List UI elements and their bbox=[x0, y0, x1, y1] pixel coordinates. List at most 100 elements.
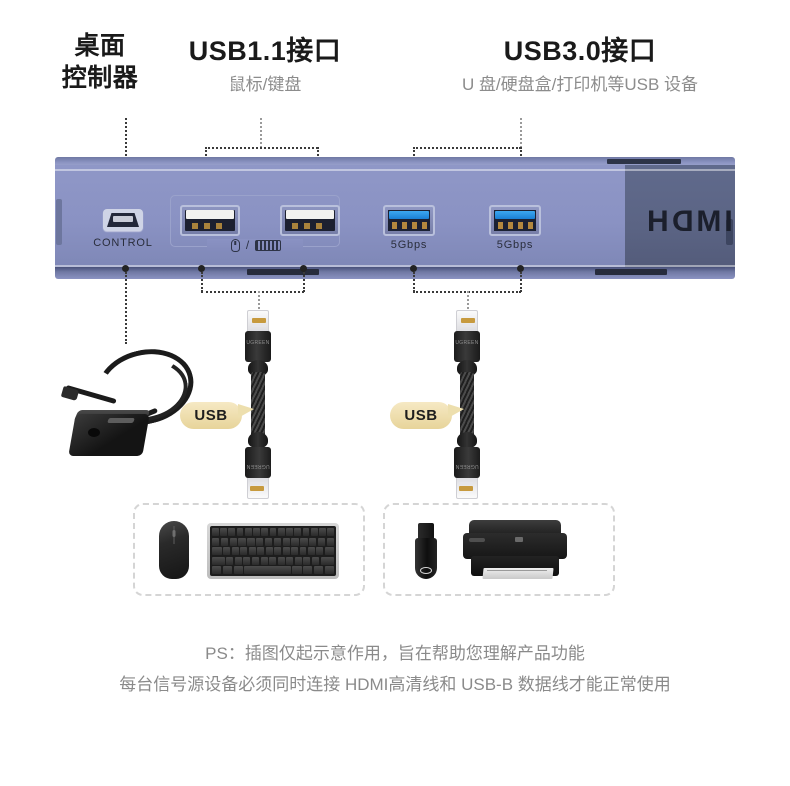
usb11-port-2-pin-1 bbox=[292, 223, 298, 229]
heading-desktop-controller: 桌面 控制器 bbox=[40, 30, 160, 94]
usb30-port-2-pin-4 bbox=[528, 222, 533, 229]
icon-separator: / bbox=[245, 238, 250, 252]
heading-usb30-subtitle: U 盘/硬盘盒/打印机等USB 设备 bbox=[461, 75, 699, 94]
usb-cable-right-braid bbox=[460, 372, 474, 438]
usb-cable-right-plug-bottom-contacts bbox=[459, 486, 473, 491]
panel-foot-left bbox=[247, 269, 319, 275]
printer-brand-logo bbox=[515, 537, 523, 542]
panel-foot-right bbox=[595, 269, 667, 275]
keyboard-row bbox=[212, 566, 334, 574]
keyboard-row bbox=[212, 556, 334, 565]
hdmi-logo-i: I bbox=[724, 205, 733, 238]
usb-flash-drive bbox=[415, 523, 437, 579]
usb-cable-right-plug-bottom-body: UGREEN bbox=[454, 447, 480, 478]
printer-scanner-lid bbox=[469, 520, 561, 536]
leader-bottom-usb30-right bbox=[520, 272, 522, 292]
mouse-device bbox=[159, 521, 189, 579]
usb30-port-1-pin-2 bbox=[402, 222, 407, 229]
panel-seam-lower bbox=[55, 265, 735, 267]
usb-cable-left-plug-bottom-contacts bbox=[250, 486, 264, 491]
usb30-port-1-label: 5Gbps bbox=[390, 239, 428, 251]
usb-cable-left-plug-top-brand: UGREEN bbox=[246, 340, 270, 346]
panel-right-notch bbox=[726, 219, 733, 245]
hdmi-logo-h: H bbox=[647, 205, 669, 238]
leader-bottom-usb11-right bbox=[303, 272, 305, 292]
control-port-mini-usb[interactable] bbox=[103, 209, 143, 231]
usb-cable-left: UGREEN UGREEN bbox=[238, 310, 278, 500]
heading-usb11-title: USB1.1接口 bbox=[188, 36, 342, 66]
heading-desktop-controller-line1: 桌面 bbox=[74, 32, 126, 60]
desktop-controller-device bbox=[60, 339, 202, 460]
hdmi-logo-m: M bbox=[696, 205, 722, 238]
controller-switch-button[interactable] bbox=[88, 428, 100, 437]
usb11-port-2-pin-3 bbox=[316, 223, 322, 229]
keyboard-row bbox=[212, 528, 334, 536]
usb-cable-right-plug-bottom-brand: UGREEN bbox=[455, 463, 479, 469]
mouse-scroll-wheel bbox=[172, 530, 176, 537]
usb-cable-left-plug-top-contacts bbox=[252, 318, 266, 323]
keyboard-row bbox=[212, 537, 334, 546]
printer-control-panel bbox=[469, 538, 485, 542]
usb30-port-2-pin-3 bbox=[518, 222, 523, 229]
leader-usb30-span bbox=[413, 147, 521, 149]
mouse-icon bbox=[230, 238, 240, 252]
keyboard-device bbox=[207, 523, 339, 579]
usb-badge-right-tail bbox=[448, 404, 464, 418]
leader-usb11-span bbox=[205, 147, 318, 149]
control-port-label: CONTROL bbox=[93, 237, 153, 249]
panel-left-ear bbox=[56, 199, 62, 245]
anchor-dot-bottom-usb30-b bbox=[517, 265, 524, 272]
usb-cable-right-neck-bottom bbox=[457, 432, 477, 448]
leader-bottom-usb30-left bbox=[413, 272, 415, 292]
usb30-port-2[interactable] bbox=[489, 205, 541, 236]
heading-usb11: USB1.1接口 鼠标/键盘 bbox=[150, 34, 380, 98]
flash-drive-lanyard-ring bbox=[420, 567, 432, 574]
panel-bottom-edge bbox=[55, 267, 735, 279]
usb30-port-1-tongue bbox=[389, 211, 429, 219]
usb30-port-1-pin-1 bbox=[392, 222, 397, 229]
usb11-port-2-pin-2 bbox=[304, 223, 310, 229]
leader-bottom-usb11-stem bbox=[258, 291, 260, 313]
usb30-port-1-pin-4 bbox=[422, 222, 427, 229]
panel-vent-top-right bbox=[607, 159, 681, 164]
usb30-port-2-pin-2 bbox=[508, 222, 513, 229]
usb-cable-left-plug-top-body: UGREEN bbox=[245, 331, 271, 362]
heading-usb11-subtitle: 鼠标/键盘 bbox=[228, 75, 302, 94]
usb11-port-1[interactable] bbox=[180, 205, 240, 236]
usb11-port-2[interactable] bbox=[280, 205, 340, 236]
usb11-port-2-tongue bbox=[286, 210, 334, 219]
device-box-usb-peripherals bbox=[383, 503, 615, 596]
anchor-dot-bottom-control bbox=[122, 265, 129, 272]
leader-control-top bbox=[125, 118, 127, 176]
usb-cable-right-plug-top-shelf bbox=[461, 324, 475, 327]
usb-cable-left-neck-bottom bbox=[248, 432, 268, 448]
usb-badge-right: USB bbox=[390, 402, 464, 429]
keyboard-icon bbox=[255, 239, 282, 251]
usb11-port-1-pin-1 bbox=[192, 223, 198, 229]
leader-bottom-control bbox=[125, 272, 127, 344]
usb30-port-1[interactable] bbox=[383, 205, 435, 236]
printer-device bbox=[463, 520, 567, 582]
usb-cable-left-plug-bottom-body: UGREEN bbox=[245, 447, 271, 478]
device-box-input-peripherals bbox=[133, 503, 365, 596]
usb-cable-right-plug-top: UGREEN bbox=[454, 310, 480, 362]
usb30-port-2-pin-1 bbox=[498, 222, 503, 229]
hdmi-logo-d: D bbox=[671, 205, 694, 238]
panel-right-dark-face bbox=[625, 165, 735, 269]
leader-usb11-stem bbox=[260, 118, 262, 148]
printer-paper-edge bbox=[486, 570, 548, 571]
panel-seam-upper bbox=[55, 169, 735, 171]
footer-note-2: 每台信号源设备必须同时连接 HDMI高清线和 USB-B 数据线才能正常使用 bbox=[119, 675, 671, 694]
usb-cable-right-plug-bottom: UGREEN bbox=[454, 447, 480, 499]
anchor-dot-bottom-usb30-a bbox=[410, 265, 417, 272]
usb-cable-left-plug-top-shelf bbox=[252, 324, 266, 327]
leader-bottom-usb30-stem bbox=[467, 291, 469, 313]
usb-badge-right-label: USB bbox=[404, 407, 438, 424]
anchor-dot-bottom-usb11-b bbox=[300, 265, 307, 272]
usb11-port-1-tongue bbox=[186, 210, 234, 219]
usb-cable-right-plug-top-body: UGREEN bbox=[454, 331, 480, 362]
device-rear-panel: CONTROL / bbox=[55, 157, 735, 279]
usb-cable-right-plug-top-tip bbox=[456, 310, 478, 332]
usb-cable-left-plug-bottom-tip bbox=[247, 477, 269, 499]
